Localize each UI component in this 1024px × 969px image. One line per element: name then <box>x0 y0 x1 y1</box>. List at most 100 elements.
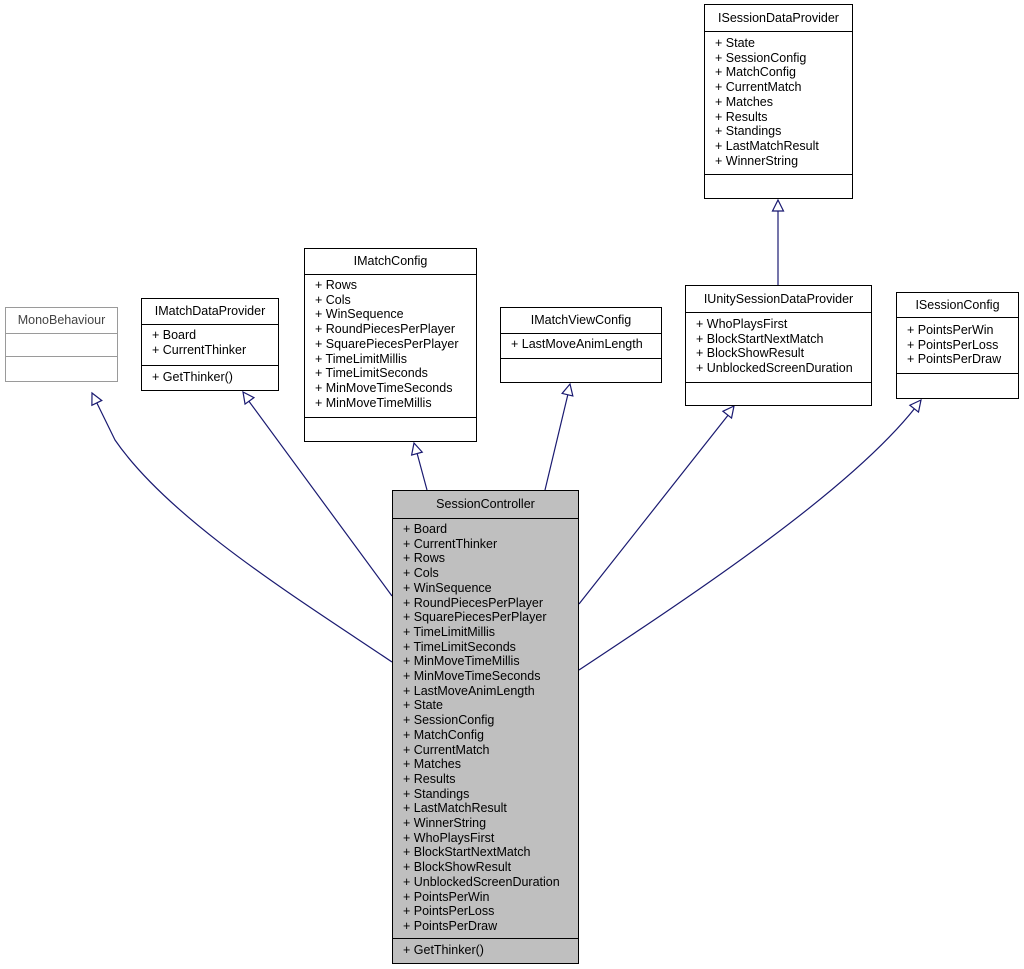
attribute-item: + PointsPerWin <box>403 889 490 904</box>
attribute-item: + UnblockedScreenDuration <box>696 361 853 376</box>
class-name: IMatchViewConfig <box>501 308 661 334</box>
operations-section <box>686 383 871 407</box>
attribute-item: + SquarePiecesPerPlayer <box>315 336 459 351</box>
attribute-item: + WinnerString <box>715 153 799 168</box>
class-node-isessionconfig[interactable]: ISessionConfig + PointsPerWin + PointsPe… <box>896 292 1019 399</box>
attribute-item: + SquarePiecesPerPlayer <box>403 610 547 625</box>
inheritance-arrowhead <box>908 398 922 414</box>
attribute-item: + Board <box>403 522 448 536</box>
class-node-imatchdataprovider[interactable]: IMatchDataProvider + Board + CurrentThin… <box>141 298 279 391</box>
class-name: MonoBehaviour <box>6 308 117 334</box>
attribute-item: + CurrentMatch <box>715 80 802 95</box>
class-node-imatchviewconfig[interactable]: IMatchViewConfig + LastMoveAnimLength <box>500 307 662 383</box>
class-node-sessioncontroller[interactable]: SessionController + Board + CurrentThink… <box>392 490 579 964</box>
class-name: SessionController <box>393 491 578 519</box>
inheritance-arrowhead <box>561 382 574 397</box>
edge-line <box>578 407 916 671</box>
inheritance-arrowhead <box>91 391 103 407</box>
edge-line <box>247 399 393 597</box>
attributes-section <box>6 334 117 357</box>
attribute-item: + LastMoveAnimLength <box>403 683 535 698</box>
attributes-section: + PointsPerWin + PointsPerLoss + PointsP… <box>897 318 1018 374</box>
operations-section: + GetThinker() <box>393 939 578 963</box>
attribute-item: + RoundPiecesPerPlayer <box>315 322 456 337</box>
operations-section <box>897 374 1018 398</box>
edge-line <box>416 452 428 491</box>
attribute-item: + SessionConfig <box>715 50 807 65</box>
attribute-item: + Results <box>715 109 768 124</box>
class-node-imatchconfig[interactable]: IMatchConfig + Rows + Cols + WinSequence… <box>304 248 477 442</box>
attribute-item: + Board <box>152 328 197 342</box>
attribute-item: + MatchConfig <box>715 65 796 80</box>
attribute-item: + State <box>403 698 443 713</box>
attribute-item: + LastMoveAnimLength <box>511 337 643 351</box>
attributes-section: + LastMoveAnimLength <box>501 334 661 359</box>
inheritance-arrowhead <box>242 390 256 406</box>
edge-line <box>544 393 569 491</box>
attribute-item: + PointsPerLoss <box>907 337 999 352</box>
attribute-item: + LastMatchResult <box>715 138 819 153</box>
attributes-section: + Board + CurrentThinker <box>142 325 278 366</box>
attribute-item: + SessionConfig <box>403 713 495 728</box>
attributes-section: + Board + CurrentThinker + Rows + Cols +… <box>393 519 578 939</box>
attribute-item: + Rows <box>315 278 358 292</box>
attribute-item: + TimeLimitMillis <box>315 351 408 366</box>
class-node-isessiondataprovider[interactable]: ISessionDataProvider + State + SessionCo… <box>704 4 853 199</box>
attribute-item: + CurrentMatch <box>403 742 490 757</box>
operations-section <box>6 357 117 381</box>
edge-sessioncontroller-to-isessionconfig <box>578 398 922 671</box>
attribute-item: + MinMoveTimeSeconds <box>403 669 541 684</box>
attribute-item: + Standings <box>715 124 782 139</box>
attribute-item: + CurrentThinker <box>403 536 498 551</box>
edge-iunitysessiondataprovider-to-isessiondataprovider <box>771 198 785 285</box>
class-name: IUnitySessionDataProvider <box>686 286 871 313</box>
class-name: ISessionConfig <box>897 293 1018 318</box>
edge-line <box>578 413 730 605</box>
class-node-iunitysessiondataprovider[interactable]: IUnitySessionDataProvider + WhoPlaysFirs… <box>685 285 872 406</box>
attribute-item: + MinMoveTimeMillis <box>403 654 520 669</box>
attribute-item: + MinMoveTimeSeconds <box>315 380 453 395</box>
attributes-section: + State + SessionConfig + MatchConfig + … <box>705 32 852 175</box>
edge-sessioncontroller-to-monobehaviour <box>91 391 393 663</box>
attribute-item: + TimeLimitSeconds <box>315 366 428 381</box>
operations-section <box>705 175 852 198</box>
attribute-item: + PointsPerWin <box>907 323 994 337</box>
attribute-item: + WhoPlaysFirst <box>696 317 788 331</box>
edge-line <box>91 392 393 663</box>
attribute-item: + RoundPiecesPerPlayer <box>403 595 544 610</box>
edge-sessioncontroller-to-imatchviewconfig <box>544 382 574 491</box>
attribute-item: + BlockShowResult <box>403 860 512 875</box>
inheritance-arrowhead <box>410 441 424 456</box>
inheritance-arrowhead <box>721 404 735 420</box>
class-name: IMatchConfig <box>305 249 476 275</box>
attribute-item: + Results <box>403 771 456 786</box>
class-name: IMatchDataProvider <box>142 299 278 325</box>
edge-sessioncontroller-to-iunitysessiondataprovider <box>578 404 735 605</box>
attribute-item: + MinMoveTimeMillis <box>315 395 432 410</box>
attribute-item: + BlockStartNextMatch <box>696 331 824 346</box>
edge-sessioncontroller-to-imatchdataprovider <box>242 390 393 597</box>
attribute-item: + UnblockedScreenDuration <box>403 874 560 889</box>
attribute-item: + WinSequence <box>403 580 492 595</box>
operation-item: + GetThinker() <box>152 370 233 384</box>
inheritance-arrowhead <box>771 198 785 212</box>
attribute-item: + PointsPerDraw <box>907 352 1002 367</box>
attribute-item: + Standings <box>403 786 470 801</box>
class-name: ISessionDataProvider <box>705 5 852 32</box>
attribute-item: + TimeLimitSeconds <box>403 639 516 654</box>
attribute-item: + BlockShowResult <box>696 346 805 361</box>
attribute-item: + State <box>715 36 755 50</box>
attribute-item: + LastMatchResult <box>403 801 507 816</box>
attributes-section: + Rows + Cols + WinSequence + RoundPiece… <box>305 275 476 418</box>
attribute-item: + WinnerString <box>403 816 487 831</box>
attribute-item: + Matches <box>403 757 462 772</box>
attributes-section: + WhoPlaysFirst + BlockStartNextMatch + … <box>686 313 871 383</box>
attribute-item: + WinSequence <box>315 307 404 322</box>
attribute-item: + WhoPlaysFirst <box>403 830 495 845</box>
edge-sessioncontroller-to-imatchconfig <box>410 441 428 491</box>
class-node-monobehaviour[interactable]: MonoBehaviour <box>5 307 118 382</box>
attribute-item: + MatchConfig <box>403 727 484 742</box>
operations-section <box>501 359 661 382</box>
attribute-item: + TimeLimitMillis <box>403 624 496 639</box>
